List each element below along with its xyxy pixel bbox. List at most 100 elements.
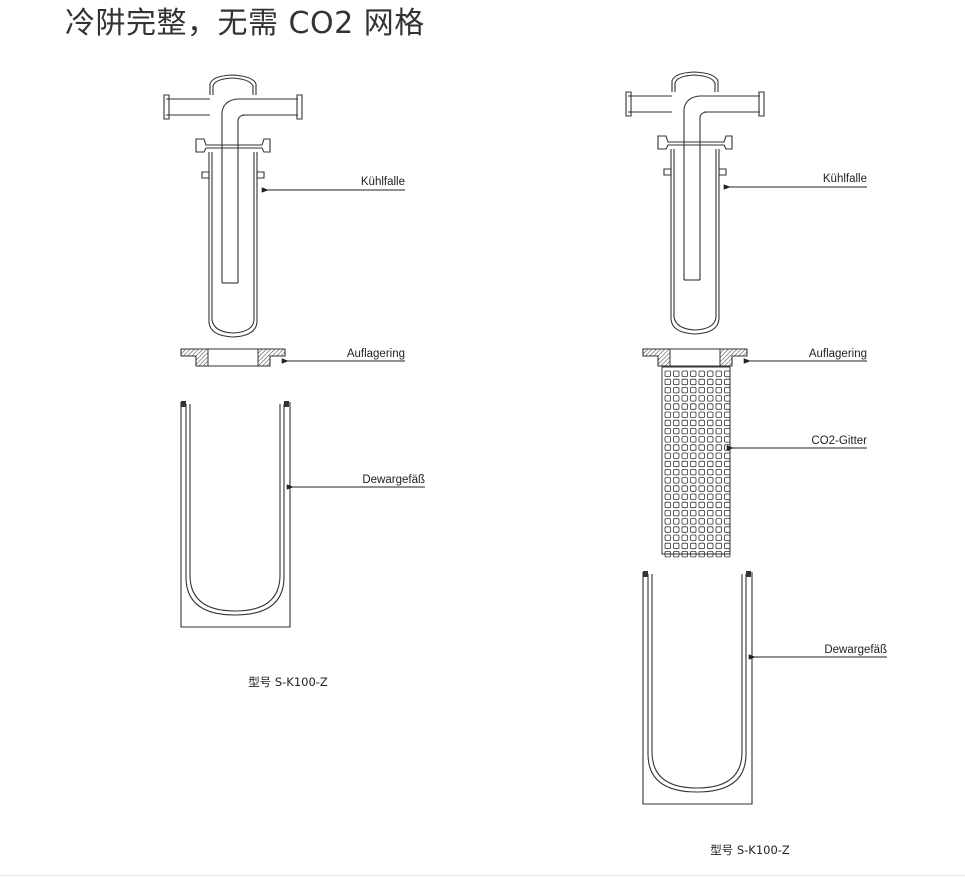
model-caption: 型号 S-K100-Z [248,675,328,689]
grid-hole [707,551,714,558]
grid-hole [724,370,731,377]
grid-hole [664,411,671,418]
grid-hole [715,468,722,476]
trap-dome [671,71,719,92]
label-auflagering: Auflagering [347,348,405,360]
grid-hole [690,493,697,500]
grid-hole [690,452,697,459]
grid-hole [707,370,714,377]
grid-hole [707,427,714,435]
grid-hole [690,526,697,533]
grid-hole [673,501,680,509]
grid-hole [715,403,722,410]
grid-hole [698,509,705,517]
grid-hole [707,395,714,402]
grid-hole [715,386,722,394]
label-co2-gitter: CO2-Gitter [811,435,867,447]
model-caption: 型号 S-K100-Z [710,843,790,857]
left-arm [628,95,672,113]
grid-hole [724,485,731,492]
grid-hole [673,411,680,418]
grid-hole [690,436,697,443]
grid-hole [681,526,688,533]
dewar-rim-right [746,571,751,577]
grid-hole [690,534,697,541]
grid-hole [715,518,722,525]
grid-hole [724,501,731,509]
figure-with-co2-grid: KühlfalleAuflageringCO2-GitterDewargefäß… [625,71,887,857]
dewar-rim-left [643,571,648,577]
grid-hole [673,493,680,500]
grid-hole [724,378,731,386]
grid-hole [673,378,680,386]
grid-hole [715,534,722,541]
label-kuehlfalle: Kühlfalle [361,176,405,188]
grid-hole [724,526,731,533]
grid-hole [698,551,705,558]
grid-hole [664,501,671,509]
grid-hole [681,485,688,492]
grid-hole [715,460,722,468]
grid-hole [707,468,714,476]
inner-tube-outer [683,95,718,280]
grid-hole [673,386,680,394]
grid-hole [673,370,680,377]
grid-hole [681,509,688,517]
grid-hole [681,411,688,418]
grid-hole [690,386,697,394]
grid-hole [673,403,680,410]
dewar-rim-left [181,401,186,407]
grid-hole [673,485,680,492]
grid-hole [690,427,697,435]
grid-hole [690,477,697,484]
grid-hole [690,419,697,427]
grid-hole [690,370,697,377]
grid-hole [698,370,705,377]
grid-hole [681,493,688,500]
grid-hole [724,411,731,418]
page-title: 冷阱完整，无需 CO2 网格 [65,6,425,41]
grid-hole [698,493,705,500]
dewar-rim-right [284,401,289,407]
grid-hole [690,518,697,525]
grid-hole [698,501,705,509]
grid-hole [715,526,722,533]
grid-hole [724,534,731,541]
grid-hole [715,542,722,550]
grid-hole [664,386,671,394]
grid-hole [724,427,731,435]
grid-hole [698,378,705,386]
grid-hole [707,501,714,509]
left-arm [166,98,210,116]
grid-hole [724,419,731,427]
grid-hole [664,477,671,484]
grid-hole [681,551,688,558]
grid-hole [698,468,705,476]
left-flange [625,91,632,117]
grid-hole [690,542,697,550]
dewar-outer [180,402,291,628]
grid-hole [698,460,705,468]
label-dewargefaess: Dewargefäß [362,474,425,486]
left-flange [163,94,170,120]
grid-hole [681,534,688,541]
grid-hole [707,526,714,533]
grid-hole [673,436,680,443]
grid-hole [673,468,680,476]
grid-hole [690,551,697,558]
grid-hole [715,411,722,418]
grid-hole [715,378,722,386]
grid-hole [681,378,688,386]
grid-hole [715,485,722,492]
grid-hole [707,460,714,468]
grid-body [661,366,731,555]
grid-hole [664,542,671,550]
grid-hole [707,411,714,418]
grid-hole [724,403,731,410]
grid-hole [673,518,680,525]
grid-hole [707,403,714,410]
grid-hole [664,452,671,459]
grid-hole [715,436,722,443]
grid-hole [690,444,697,451]
